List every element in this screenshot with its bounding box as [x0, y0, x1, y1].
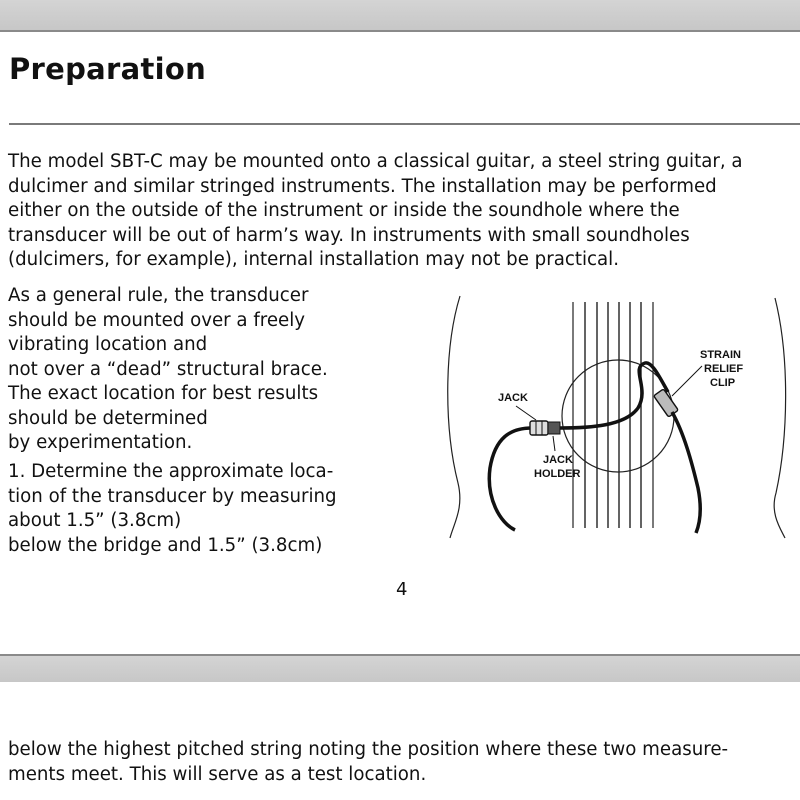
installation-diagram: JACK JACK HOLDER STRAIN RELIEF CLIP [440, 288, 800, 543]
intro-line: either on the outside of the instrument … [8, 200, 680, 221]
continued-paragraph: below the highest pitched string noting … [8, 738, 728, 787]
page-number: 4 [396, 579, 408, 600]
guitar-illustration: JACK JACK HOLDER STRAIN RELIEF CLIP [447, 295, 787, 539]
general-rule-paragraph: As a general rule, the transducer should… [8, 284, 328, 456]
next-manual-page[interactable] [0, 682, 800, 800]
label-jack-holder: HOLDER [534, 468, 581, 480]
transducer-cable-end [670, 411, 702, 534]
jack-holder-leader-line [552, 435, 556, 452]
soundhole [561, 359, 675, 473]
label-strain-relief: CLIP [710, 377, 735, 389]
page-title: Preparation [9, 52, 207, 86]
rule-line: should be mounted over a freely [8, 309, 306, 331]
rule-line: should be determined [8, 407, 208, 429]
label-strain-relief: STRAIN [700, 349, 741, 361]
jack-leader-line [515, 405, 537, 421]
label-strain-relief: RELIEF [704, 363, 743, 375]
jack-icon [529, 420, 549, 436]
intro-line: (dulcimers, for example), internal insta… [8, 249, 620, 270]
transducer-cable [559, 361, 670, 430]
continued-line: ments meet. This will serve as a test lo… [8, 763, 427, 785]
intro-line: transducer will be out of harm’s way. In… [8, 224, 690, 246]
label-jack: JACK [498, 392, 528, 404]
jack-holder-icon [547, 421, 561, 435]
jack-cable [487, 426, 533, 532]
guitar-body-right-outline [773, 297, 787, 539]
manual-page[interactable] [0, 32, 800, 654]
label-jack-holder: JACK [543, 454, 573, 466]
step-line: 1. Determine the approximate loca- [8, 461, 334, 482]
strain-relief-leader-line [671, 365, 703, 397]
intro-line: The model SBT-C may be mounted onto a cl… [8, 151, 743, 172]
step-line: about 1.5” (3.8cm) [8, 510, 182, 531]
guitar-body-left-outline [447, 295, 461, 539]
rule-line: The exact location for best results [8, 383, 319, 404]
continued-line: below the highest pitched string noting … [8, 739, 729, 760]
step-line: tion of the transducer by measuring [8, 485, 337, 507]
page-separator-top [0, 0, 800, 32]
rule-line: by experimentation. [8, 432, 193, 453]
intro-paragraph: The model SBT-C may be mounted onto a cl… [8, 150, 743, 273]
intro-line: dulcimer and similar stringed instrument… [8, 175, 717, 197]
rule-line: vibrating location and [8, 334, 208, 355]
step-line: below the bridge and 1.5” (3.8cm) [8, 534, 323, 556]
page-separator [0, 654, 800, 684]
title-underline [9, 123, 800, 125]
step-1-paragraph: 1. Determine the approximate loca- tion … [8, 460, 337, 558]
rule-line: not over a “dead” structural brace. [8, 358, 328, 380]
rule-line: As a general rule, the transducer [8, 285, 309, 306]
